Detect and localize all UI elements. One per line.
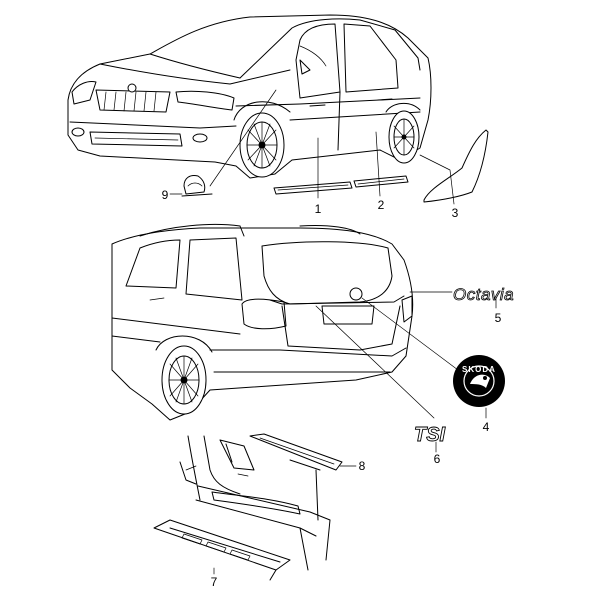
rear-car-illustration	[111, 223, 414, 421]
callout-1: 1	[315, 202, 322, 216]
callout-7: 7	[211, 575, 218, 589]
skoda-logo-badge-part: SKODA	[453, 355, 505, 407]
small-emblem-part	[181, 175, 213, 197]
door-sill-illustration	[179, 435, 331, 571]
callout-8: 8	[359, 459, 366, 473]
octavia-badge-part: Octavia	[453, 285, 514, 305]
callout-labels: 1 2 3 4 5 6 7 8 9	[162, 188, 502, 589]
callout-2: 2	[378, 198, 385, 212]
tsi-badge-part: TSI	[414, 424, 446, 447]
callout-3: 3	[452, 206, 459, 220]
callout-4: 4	[483, 420, 490, 434]
callout-6: 6	[434, 452, 441, 466]
leader-lines	[169, 89, 497, 575]
callout-5: 5	[495, 311, 502, 325]
tsi-badge-text: TSI	[414, 424, 446, 446]
rear-sill-moulding-part	[353, 175, 409, 188]
side-sill-moulding-part	[273, 181, 353, 195]
octavia-badge-text: Octavia	[453, 285, 514, 304]
sill-trim-strip-part	[249, 433, 343, 471]
front-car-illustration	[67, 14, 432, 179]
skoda-badge-text: SKODA	[462, 365, 496, 374]
callout-9: 9	[162, 188, 169, 202]
sill-scuff-plate-part	[153, 519, 291, 581]
mud-flap-part	[423, 129, 489, 203]
